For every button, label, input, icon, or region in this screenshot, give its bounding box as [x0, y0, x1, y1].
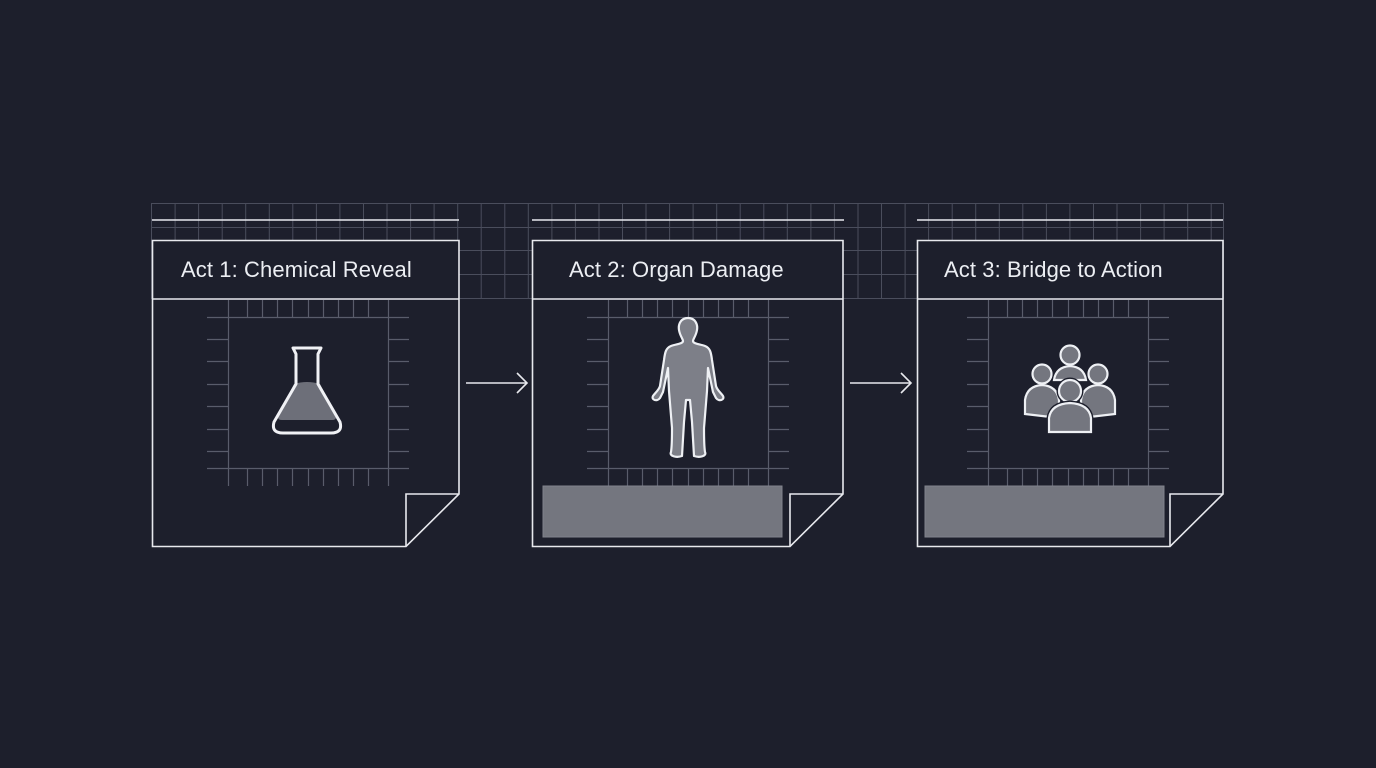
- flask-icon: [271, 346, 343, 435]
- arrow-right-icon: [466, 372, 529, 394]
- people-group-icon: [1023, 344, 1117, 435]
- act-2-title: Act 2: Organ Damage: [569, 257, 784, 282]
- human-body-icon: [651, 316, 725, 458]
- placeholder-bar: [924, 485, 1165, 538]
- measurement-frame: [967, 300, 1169, 486]
- measurement-frame: [207, 300, 409, 486]
- act-1-panel: [151, 239, 460, 548]
- act-1-title: Act 1: Chemical Reveal: [181, 257, 412, 282]
- act-2-panel: [531, 239, 844, 548]
- act-3-panel: [916, 239, 1224, 548]
- measurement-frame: [587, 300, 789, 486]
- arrow-right-icon: [850, 372, 913, 394]
- placeholder-bar: [542, 485, 783, 538]
- act-3-title: Act 3: Bridge to Action: [944, 257, 1163, 282]
